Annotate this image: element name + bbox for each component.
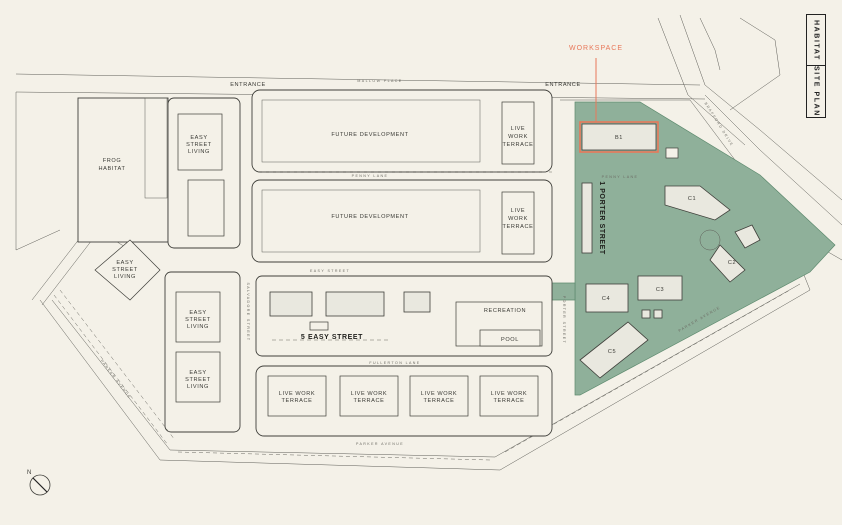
b1-label: B1: [615, 135, 623, 141]
five-easy-label: 5 EASY STREET: [301, 334, 363, 341]
road-penny-1: PENNY LANE: [352, 174, 389, 178]
north-arrow: N: [27, 470, 51, 496]
lw-top-2-a: LIVE: [511, 208, 526, 214]
entrance-right: ENTRANCE: [545, 82, 581, 88]
road-salvadore: SALVADORE STREET: [246, 282, 250, 341]
north-label: N: [27, 470, 31, 476]
frog-habitat-label-1: FROG: [103, 158, 122, 164]
one-porter-label: 1 PORTER STREET: [598, 181, 605, 255]
entrance-left: ENTRANCE: [230, 82, 266, 88]
esl-4-b: STREET: [185, 377, 211, 383]
c3-label: C3: [656, 287, 664, 293]
esl-4-c: LIVING: [187, 384, 209, 390]
c1-label: C1: [688, 196, 696, 202]
frog-habitat-area: [77, 97, 169, 243]
road-mallow: MALLOW PLACE: [357, 79, 402, 83]
lw-bottom-2-b: TERRACE: [354, 398, 385, 404]
title-site-plan: SITE PLAN: [812, 66, 820, 117]
road-easy: EASY STREET: [310, 269, 350, 273]
lw-bottom-3-b: TERRACE: [424, 398, 455, 404]
esl-3-c: LIVING: [187, 324, 209, 330]
future-dev-1: FUTURE DEVELOPMENT: [331, 132, 408, 138]
c4-label: C4: [602, 296, 610, 302]
lw-bottom-3-a: LIVE WORK: [421, 391, 457, 397]
road-penny-2: PENNY LANE: [602, 175, 639, 179]
esl-1-b: STREET: [186, 142, 212, 148]
road-porter-v: PORTER STREET: [562, 296, 566, 344]
esl-3-b: STREET: [185, 317, 211, 323]
title-box: HABITAT SITE PLAN: [806, 14, 826, 118]
live-work-terraces: [255, 365, 553, 437]
easy-street-living-blocks: [94, 97, 241, 433]
porter-street-buildings: [579, 123, 761, 379]
lw-top-2-c: TERRACE: [503, 224, 534, 230]
esl-2-a: EASY: [116, 260, 133, 266]
road-parker-bottom: PARKER AVENUE: [356, 442, 404, 446]
esl-3-a: EASY: [189, 310, 206, 316]
title-habitat: HABITAT: [807, 15, 825, 66]
five-easy-street-block: [255, 275, 553, 357]
esl-4-a: EASY: [189, 370, 206, 376]
frog-habitat-label-2: HABITAT: [99, 166, 126, 172]
esl-2-b: STREET: [112, 267, 138, 273]
lw-bottom-4-a: LIVE WORK: [491, 391, 527, 397]
lw-top-1-c: TERRACE: [503, 142, 534, 148]
lw-top-2-b: WORK: [508, 216, 528, 222]
lw-bottom-1-a: LIVE WORK: [279, 391, 315, 397]
lw-bottom-2-a: LIVE WORK: [351, 391, 387, 397]
road-fullerton: FULLERTON LANE: [369, 361, 420, 365]
pool-label: POOL: [501, 337, 519, 343]
esl-1-a: EASY: [190, 135, 207, 141]
lw-top-1-a: LIVE: [511, 126, 526, 132]
c2-label: C2: [728, 260, 736, 266]
recreation-label: RECREATION: [484, 308, 526, 314]
esl-1-c: LIVING: [188, 149, 210, 155]
lw-bottom-1-b: TERRACE: [282, 398, 313, 404]
workspace-label: WORKSPACE: [569, 45, 623, 52]
lw-top-1-b: WORK: [508, 134, 528, 140]
c5-label: C5: [608, 349, 616, 355]
future-development: [251, 89, 553, 263]
esl-2-c: LIVING: [114, 274, 136, 280]
workspace-highlight: [579, 58, 659, 153]
road-parker-left: PARKER AVENUE: [100, 359, 132, 400]
parking-left: [53, 289, 791, 461]
future-dev-2: FUTURE DEVELOPMENT: [331, 214, 408, 220]
lw-bottom-4-b: TERRACE: [494, 398, 525, 404]
